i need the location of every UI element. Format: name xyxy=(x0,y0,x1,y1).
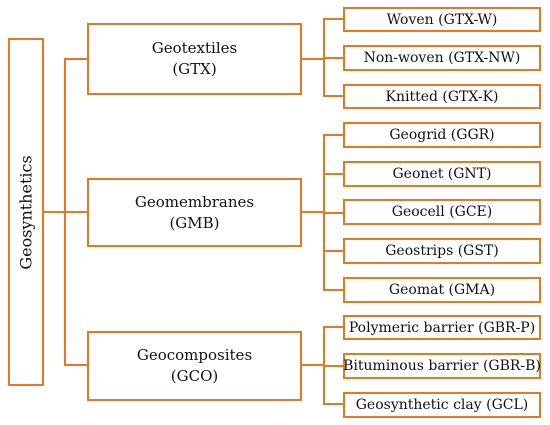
leaf-label: Geosynthetic clay (GCL) xyxy=(355,397,529,413)
connector-geogrid xyxy=(323,134,344,136)
leaf-label: Geonet (GNT) xyxy=(392,166,492,182)
category-node-geocomposites: Geocomposites (GCO) xyxy=(87,331,302,401)
leaf-label: Bituminous barrier (GBR-B) xyxy=(343,358,541,374)
leaf-label: Geomat (GMA) xyxy=(388,282,496,298)
connector-geocell xyxy=(323,212,344,214)
leaf-label: Geostrips (GST) xyxy=(385,243,499,259)
leaf-node-knitted: Knitted (GTX-K) xyxy=(343,84,541,109)
leaf-label: Non-woven (GTX-NW) xyxy=(363,50,521,66)
connector-geonet xyxy=(323,173,344,175)
connector-polymeric-barrier xyxy=(323,326,344,328)
leaf-node-polymeric-barrier: Polymeric barrier (GBR-P) xyxy=(343,315,541,340)
connector-to-geomembranes xyxy=(64,211,88,213)
connector-geomembranes-out xyxy=(301,211,324,213)
leaf-node-geomat: Geomat (GMA) xyxy=(343,277,541,303)
leaf-label: Knitted (GTX-K) xyxy=(385,88,499,105)
connector-knitted xyxy=(323,95,344,97)
leaf-node-non-woven: Non-woven (GTX-NW) xyxy=(343,45,541,71)
category-code: (GCO) xyxy=(170,367,219,385)
category-node-geotextiles: Geotextiles (GTX) xyxy=(87,23,302,95)
category-name: Geocomposites xyxy=(136,346,253,364)
connector-non-woven xyxy=(323,57,344,59)
leaf-node-woven: Woven (GTX-W) xyxy=(343,7,541,32)
category-name: Geotextiles xyxy=(151,39,238,57)
connector-to-geocomposites xyxy=(64,364,88,366)
leaf-node-bituminous-barrier: Bituminous barrier (GBR-B) xyxy=(343,353,541,379)
connector-woven xyxy=(323,18,344,20)
leaf-node-geocell: Geocell (GCE) xyxy=(343,199,541,225)
leaf-node-geonet: Geonet (GNT) xyxy=(343,161,541,187)
connector-geocomposites-out xyxy=(301,364,324,366)
category-code: (GTX) xyxy=(172,60,217,78)
leaf-label: Woven (GTX-W) xyxy=(386,11,498,28)
connector-geotextiles-out xyxy=(301,58,324,60)
leaf-node-geostrips: Geostrips (GST) xyxy=(343,238,541,264)
category-code: (GMB) xyxy=(169,213,220,232)
leaf-node-geogrid: Geogrid (GGR) xyxy=(343,122,541,148)
root-node-geosynthetics: Geosynthetics xyxy=(8,38,44,386)
category-node-geomembranes: Geomembranes (GMB) xyxy=(87,178,302,247)
connector-geostrips xyxy=(323,250,344,252)
root-label: Geosynthetics xyxy=(16,154,36,270)
leaf-label: Polymeric barrier (GBR-P) xyxy=(348,319,536,336)
connector-root-trunk xyxy=(43,211,65,213)
leaf-label: Geogrid (GGR) xyxy=(389,127,495,143)
leaf-label: Geocell (GCE) xyxy=(391,204,493,220)
category-name: Geomembranes xyxy=(134,192,255,211)
connector-to-geotextiles xyxy=(64,58,88,60)
connector-geomat xyxy=(323,289,344,291)
leaf-node-geosynthetic-clay: Geosynthetic clay (GCL) xyxy=(343,392,541,418)
connector-bituminous-barrier xyxy=(323,365,344,367)
connector-geosynthetic-clay xyxy=(323,403,344,405)
